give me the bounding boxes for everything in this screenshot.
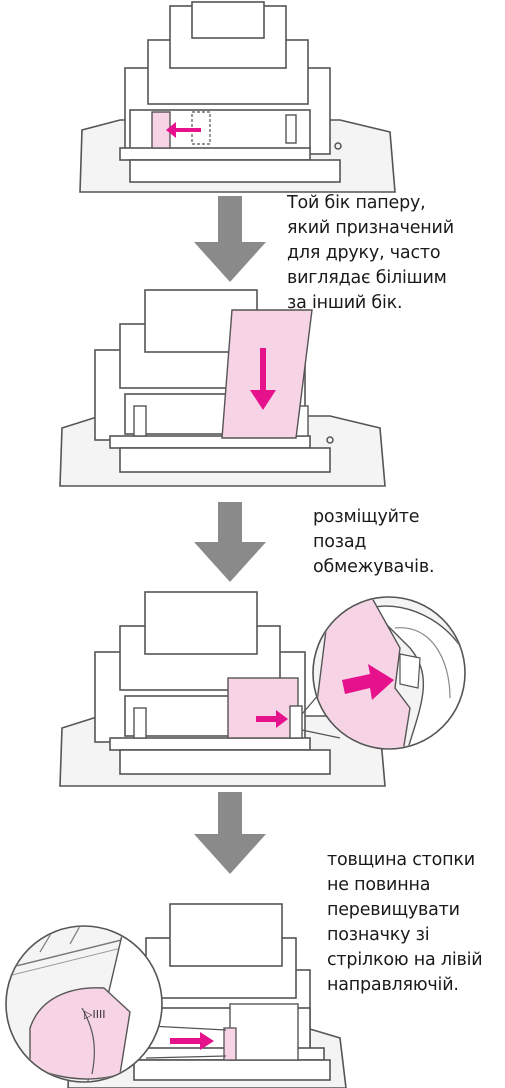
step-1-illustration: [0, 0, 505, 195]
step-3-illustration: [0, 588, 505, 788]
stack-limit-mark-icon: ▷IIII: [84, 1008, 105, 1021]
printer-drawing-4: ▷IIII: [0, 878, 505, 1088]
paper-stack: [230, 1004, 298, 1060]
note-stack-limit-line-1: товщина стопки: [327, 848, 482, 873]
down-arrow-icon: [190, 502, 270, 588]
note-behind-guides-line-1: розміщуйте: [313, 505, 434, 530]
note-paper-side-line-1: Той бік паперу,: [287, 191, 454, 216]
down-arrow-icon: [190, 792, 270, 880]
printer-drawing-3: [0, 588, 505, 788]
note-behind-guides-line-2: позад: [313, 530, 434, 555]
note-paper-side-line-2: який призначений: [287, 216, 454, 241]
paper-sheet: [222, 310, 312, 438]
step-2-illustration: [0, 288, 505, 488]
printer-drawing-2: [0, 288, 505, 488]
note-behind-guides-line-3: обмежувачів.: [313, 555, 434, 580]
printer-drawing-1: [0, 0, 505, 195]
down-arrow-icon: [190, 196, 270, 288]
note-behind-guides: розміщуйте позад обмежувачів.: [313, 505, 434, 580]
note-paper-side-line-3: для друку, часто: [287, 241, 454, 266]
step-4-illustration: ▷IIII: [0, 878, 505, 1088]
